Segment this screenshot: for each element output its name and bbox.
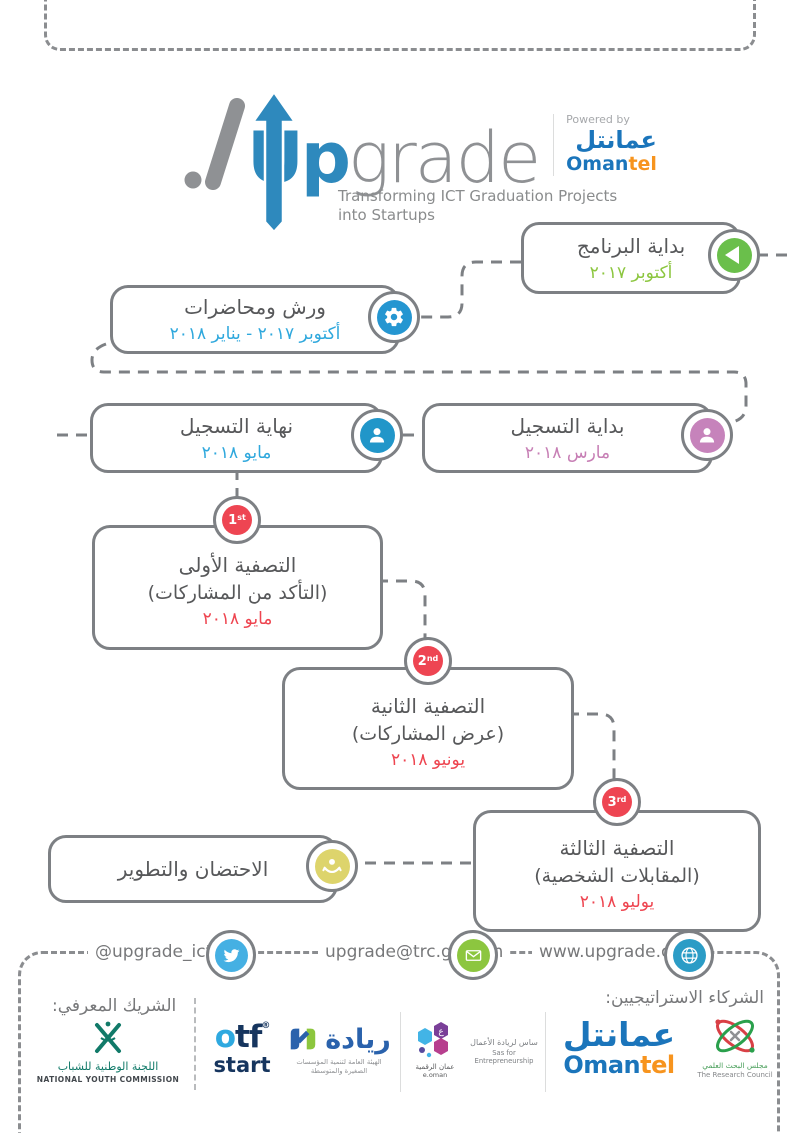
eoman-arabic-label: عمان الرقمية — [415, 1063, 455, 1071]
milestone-date: يونيو ٢٠١٨ — [390, 749, 466, 770]
otf-start-logo: otf® start — [210, 1022, 274, 1076]
milestone-title: ورش ومحاضرات — [184, 295, 326, 319]
milestone-first-filter: التصفية الأولى (التأكد من المشاركات) ماي… — [92, 525, 383, 650]
partners-dashed-divider — [194, 998, 196, 1090]
gear-icon — [385, 307, 403, 327]
milestone-third-filter: التصفية الثالثة (المقابلات الشخصية) يولي… — [473, 810, 761, 932]
trc-english-name: The Research Council — [697, 1071, 773, 1079]
envelope-icon — [465, 949, 481, 961]
milestone-title: نهاية التسجيل — [179, 413, 294, 438]
milestone-date: أكتوبر ٢٠١٧ - يناير ٢٠١٨ — [169, 324, 341, 344]
person-icon — [699, 428, 715, 443]
program-start-node — [708, 229, 760, 281]
milestone-subtitle: (التأكد من المشاركات) — [147, 581, 328, 604]
incubation-node — [306, 840, 358, 892]
otf-start-label: start — [213, 1053, 271, 1077]
sas-entrepreneurship-label: ساس لريادة الأعمال Sas for Entrepreneurs… — [470, 1038, 538, 1065]
milestone-title: التصفية الأولى — [178, 552, 297, 577]
twitter-node — [206, 930, 256, 980]
omantel-arabic-wordmark: عمانتل — [575, 125, 657, 154]
milestone-workshops: ورش ومحاضرات أكتوبر ٢٠١٧ - يناير ٢٠١٨ — [110, 285, 400, 354]
hands-person-icon — [322, 858, 342, 874]
milestone-date: يوليو ٢٠١٨ — [579, 892, 655, 912]
eoman-logo: ع عمان الرقمية e.oman — [404, 1020, 466, 1079]
play-icon — [725, 246, 739, 264]
milestone-title: التصفية الثالثة — [559, 836, 675, 860]
registration-end-node — [351, 409, 403, 461]
person-icon — [369, 428, 385, 443]
logo-grade-text: grade — [347, 116, 541, 199]
workshops-node — [368, 291, 420, 343]
logo-up-text: Up — [247, 89, 351, 234]
omantel-arabic: عمانتل — [562, 1015, 676, 1054]
nyc-arabic-name: اللجنة الوطنية للشباب — [57, 1060, 159, 1073]
omantel-english: Omantel — [563, 1050, 675, 1079]
national-youth-commission-logo: اللجنة الوطنية للشباب NATIONAL YOUTH COM… — [34, 1018, 182, 1084]
milestone-date: مايو ٢٠١٨ — [201, 442, 272, 463]
milestone-subtitle: (المقابلات الشخصية) — [534, 865, 700, 887]
omantel-english-wordmark: Omantel — [566, 153, 657, 176]
atom-icon — [715, 1019, 755, 1053]
milestone-title: بداية التسجيل — [510, 413, 625, 438]
twitter-bird-icon — [223, 948, 239, 962]
nyc-english-name: NATIONAL YOUTH COMMISSION — [36, 1075, 180, 1084]
knowledge-partner-heading: الشريك المعرفي: — [52, 996, 177, 1016]
riyada-subtitle: الهيئة العامة لتنمية المؤسسات الصغيرة وا… — [296, 1058, 382, 1076]
partners-divider — [545, 1012, 546, 1092]
milestone-date: مارس ٢٠١٨ — [524, 442, 611, 463]
twitter-handle: @upgrade_ict — [88, 940, 220, 964]
svg-text:ع: ع — [438, 1027, 444, 1037]
hexagon-cluster-icon: ع — [418, 1022, 448, 1058]
email-node — [448, 930, 498, 980]
eoman-english-label: e.oman — [422, 1071, 448, 1079]
strategic-partners-heading: الشركاء الاستراتيجيين: — [605, 988, 764, 1008]
milestone-incubation: الاحتضان والتطوير — [48, 835, 338, 903]
milestone-program-start: بداية البرنامج أكتوبر ٢٠١٧ — [521, 222, 741, 294]
omantel-partner-logo: عمانتل Omantel — [552, 1015, 686, 1079]
riyada-logo: ريادة الهيئة العامة لتنمية المؤسسات الصغ… — [281, 1024, 397, 1076]
partners-divider — [400, 1012, 401, 1092]
powered-by-omantel: Powered by عمانتل Omantel — [553, 112, 657, 176]
top-dashed-frame — [44, 0, 756, 51]
riyada-mark-icon — [290, 1028, 316, 1050]
milestone-title: التصفية الثانية — [370, 693, 486, 718]
logo-dot-slash — [184, 98, 245, 190]
milestone-title: بداية البرنامج — [576, 233, 686, 258]
website-node — [664, 930, 714, 980]
milestone-registration-start: بداية التسجيل مارس ٢٠١٨ — [422, 403, 713, 473]
milestone-date: أكتوبر ٢٠١٧ — [589, 262, 673, 283]
research-council-logo: مجلس البحث العلمي The Research Council — [690, 1012, 780, 1079]
program-tagline: Transforming ICT Graduation Projects int… — [338, 187, 618, 224]
milestone-subtitle: (عرض المشاركات) — [351, 722, 505, 745]
globe-icon — [680, 946, 698, 964]
milestone-registration-end: نهاية التسجيل مايو ٢٠١٨ — [90, 403, 383, 473]
riyada-arabic-name: ريادة — [325, 1023, 391, 1055]
crossed-daggers-icon — [95, 1021, 121, 1053]
milestone-date: مايو ٢٠١٨ — [202, 608, 273, 629]
powered-by-label: Powered by — [566, 112, 630, 126]
upgrade-logo: Up grade Powered by عمانتل Omantel — [183, 89, 657, 234]
trc-arabic-name: مجلس البحث العلمي — [702, 1061, 768, 1070]
registration-start-node — [681, 409, 733, 461]
milestone-second-filter: التصفية الثانية (عرض المشاركات) يونيو ٢٠… — [282, 667, 574, 790]
milestone-title: الاحتضان والتطوير — [117, 857, 269, 881]
